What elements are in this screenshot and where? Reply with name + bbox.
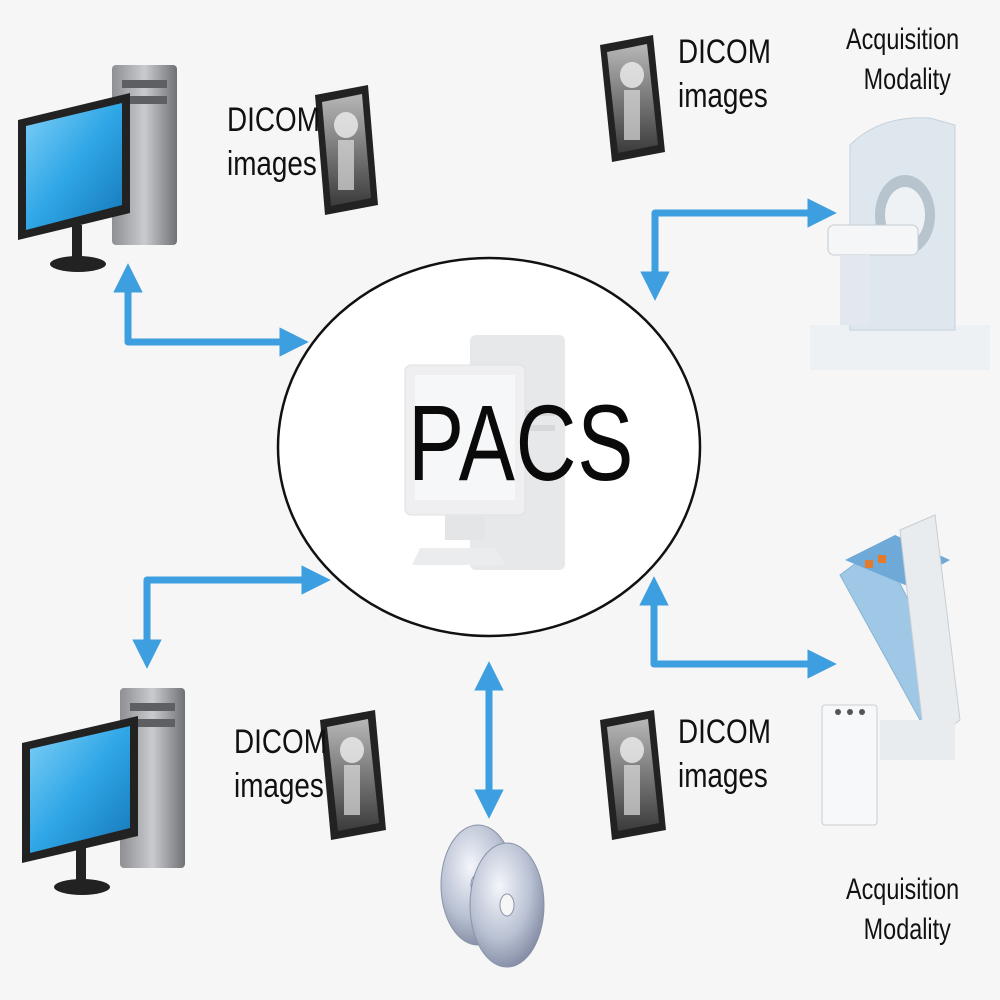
dicom-label-bottom-right: DICOM images: [678, 713, 771, 795]
xray-table-icon: [821, 514, 961, 826]
pacs-server-icon: [404, 335, 565, 570]
workstation-icon: [22, 688, 185, 895]
dicom-film-icon: [600, 35, 665, 162]
arrow-bottom-right: [639, 576, 837, 679]
cd-disc-icon: [469, 842, 545, 968]
dicom-label-bottom-left: DICOM images: [234, 723, 327, 805]
dicom-film-icon: [320, 710, 386, 840]
dicom-film-icon: [600, 710, 666, 840]
arrow-top-left: [113, 263, 309, 357]
mri-scanner-icon: [810, 117, 990, 370]
dicom-label-top-right: DICOM images: [678, 33, 771, 115]
arrows: [113, 198, 837, 819]
pacs-title: PACS: [408, 382, 635, 503]
dicom-film-icon: [315, 85, 378, 215]
workstation-icon: [18, 65, 177, 272]
modality-label-top: Acquisition Modality: [846, 23, 960, 96]
dicom-label-top-left: DICOM images: [227, 101, 320, 183]
arrow-bottom-left: [132, 565, 331, 669]
modality-label-bottom: Acquisition Modality: [846, 873, 960, 946]
arrow-top-right: [640, 198, 837, 301]
